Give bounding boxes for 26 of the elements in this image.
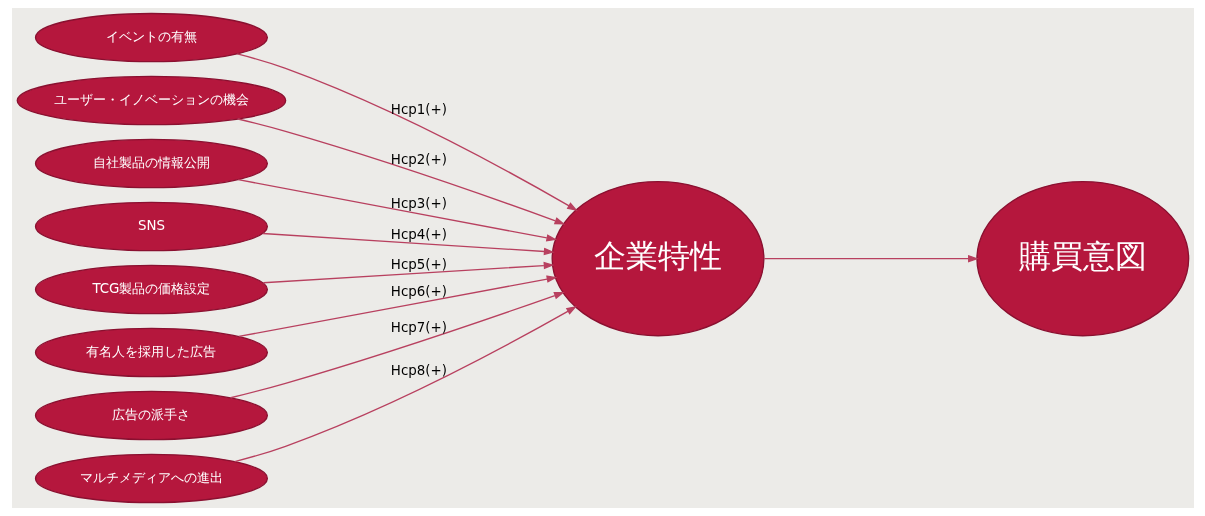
arrow — [262, 261, 554, 284]
arrow — [236, 53, 578, 211]
edge-label: Hcp4(+) — [390, 226, 447, 242]
node-ellipse: 購買意図 — [975, 180, 1189, 337]
edge-label: Hcp2(+) — [390, 151, 447, 167]
arrow — [233, 306, 577, 463]
arrow — [229, 292, 565, 399]
edge-label: Hcp7(+) — [390, 320, 447, 336]
node-ellipse: マルチメディアへの進出 — [34, 453, 268, 504]
edge-label: Hcp8(+) — [390, 363, 447, 379]
node-ellipse: イベントの有無 — [34, 12, 268, 63]
edge-label: Hcp3(+) — [390, 195, 447, 211]
node-ellipse: 有名人を採用した広告 — [34, 327, 268, 378]
node-ellipse: TCG製品の価格設定 — [34, 264, 268, 315]
arrow — [237, 179, 557, 242]
edge-label: Hcp5(+) — [390, 257, 447, 273]
node-ellipse: ユーザー・イノベーションの機会 — [16, 75, 286, 126]
node-ellipse: 自社製品の情報公開 — [34, 138, 268, 189]
arrow — [237, 275, 557, 338]
node-ellipse: SNS — [34, 201, 268, 252]
node-ellipse: 広告の派手さ — [34, 390, 268, 441]
arrow — [236, 118, 565, 225]
edge-label: Hcp1(+) — [390, 101, 447, 117]
arrow — [763, 254, 979, 263]
arrow — [261, 232, 555, 256]
edge-label: Hcp6(+) — [390, 284, 447, 300]
